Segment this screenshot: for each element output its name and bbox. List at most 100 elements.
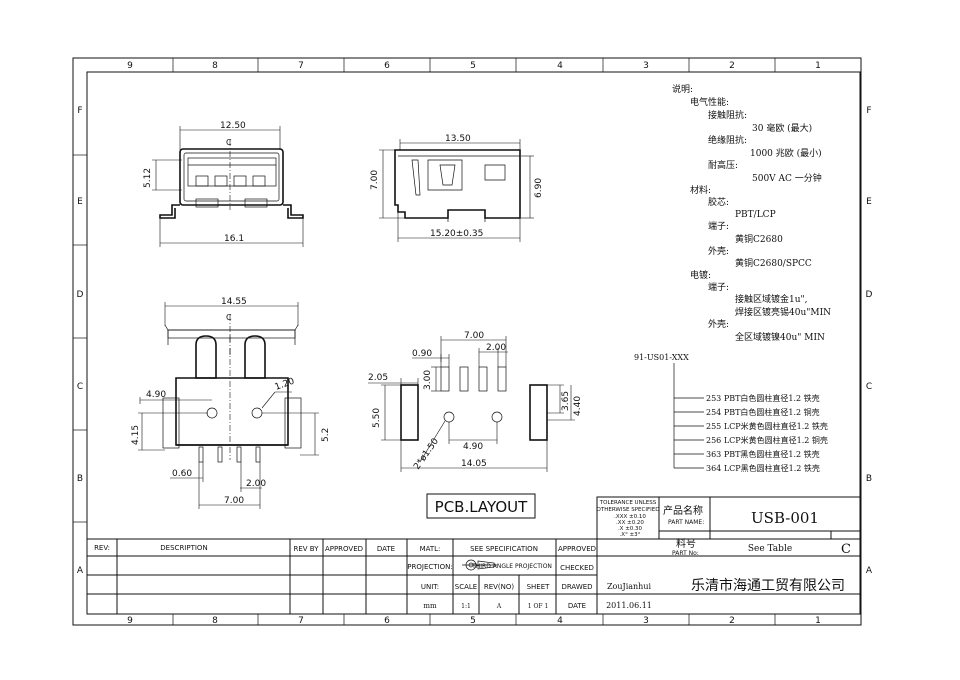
front-view-dims	[152, 126, 304, 247]
scale-value: 1:1	[461, 603, 471, 610]
notes-line-17: 接触区域镀金1u",	[735, 293, 808, 305]
variant-253: 253 PBT白色圆柱直径1.2 铁壳	[706, 393, 820, 403]
part-no-en-label: PART No:	[672, 550, 699, 557]
col-label-bottom-7: 7	[298, 616, 304, 626]
row-label-left-d: D	[77, 290, 84, 300]
tolerance-line-5: .X° ±3°	[620, 532, 641, 538]
part-no-cn-label: 料号	[676, 537, 696, 550]
notes-line-8: 材料:	[690, 184, 711, 196]
sheet-label: SHEET	[527, 583, 551, 591]
zone-ticks	[73, 58, 861, 625]
col-label-bottom-3: 3	[643, 616, 649, 626]
col-label-top-4: 4	[557, 61, 563, 71]
dim-pcb-pin-length: 3.00	[423, 370, 433, 390]
dim-side-height-left: 7.00	[370, 170, 380, 190]
dim-bottom-span: 7.00	[224, 496, 244, 506]
col-label-bottom-5: 5	[470, 616, 476, 626]
notes-line-3: 30 毫欧 (最大)	[752, 122, 812, 134]
row-label-left-a: A	[77, 566, 84, 576]
variant-363: 363 PBT黑色圆柱直径1.2 铁壳	[706, 449, 820, 459]
revno-value: A	[496, 603, 502, 610]
dim-pcb-total: 14.05	[461, 459, 487, 469]
company-name: 乐清市海通工贸有限公司	[691, 577, 845, 594]
notes-line-5: 1000 兆欧 (最小)	[750, 147, 822, 159]
notes-line-7: 500V AC 一分钟	[752, 172, 822, 184]
dim-front-width: 12.50	[220, 121, 246, 131]
notes-line-6: 耐高压:	[708, 159, 738, 171]
notes-line-20: 全区域镀镍40u" MIN	[735, 331, 825, 343]
projection-symbol-icon	[462, 559, 497, 571]
drawer-name: ZouJianhui	[607, 582, 652, 591]
dim-bottom-pitch: 2.00	[246, 479, 266, 489]
part-name-cn-label: 产品名称	[663, 504, 703, 517]
dim-pcb-right-h1: 3.65	[561, 391, 571, 411]
notes-line-1: 电气性能:	[690, 96, 729, 108]
dim-bottom-hole: 1.20	[274, 376, 297, 392]
side-view	[394, 149, 521, 222]
description-header: DESCRIPTION	[160, 544, 207, 552]
rev-header: REV:	[94, 544, 110, 552]
unit-value: mm	[423, 602, 437, 610]
date-header: DATE	[377, 545, 395, 553]
dim-pcb-pitch: 2.00	[486, 343, 506, 353]
col-label-bottom-6: 6	[384, 616, 390, 626]
col-label-top-7: 7	[298, 61, 304, 71]
bottom-view	[162, 315, 302, 463]
variant-255: 255 LCP米黄色圆柱直径1.2 铁壳	[706, 421, 828, 431]
scale-label: SCALE	[455, 583, 477, 591]
part-prefix: 91-US01-XXX	[634, 353, 689, 362]
notes-line-9: 胶芯:	[708, 196, 729, 208]
dim-bottom-left-offset: 4.90	[146, 390, 166, 400]
dim-pcb-hole-span: 4.90	[463, 442, 483, 452]
row-label-left-b: B	[77, 474, 83, 484]
bottom-view-dims	[138, 302, 319, 509]
outer-frame	[72, 57, 862, 626]
dim-pcb-top: 7.00	[464, 331, 484, 341]
sheet-value: 1 OF 1	[528, 603, 549, 610]
row-label-right-c: C	[866, 382, 872, 392]
variant-tree	[673, 363, 704, 469]
dim-centerline-bottom: C	[226, 313, 232, 322]
col-label-bottom-4: 4	[557, 616, 563, 626]
variant-254: 254 PBT白色圆柱直径1.2 铜壳	[706, 407, 820, 417]
row-label-left-f: F	[77, 106, 82, 116]
rev-by-header: REV BY	[294, 545, 320, 553]
dim-pcb-right-h2: 4.40	[573, 396, 583, 416]
tolerance-line-4: .X ±0.30	[618, 526, 643, 532]
notes-line-11: 端子:	[708, 220, 729, 232]
approved-header: APPROVED	[325, 545, 363, 553]
col-label-top-5: 5	[470, 61, 476, 71]
dim-pcb-slot: 0.90	[412, 349, 432, 359]
row-label-right-b: B	[866, 474, 872, 484]
dim-bottom-left-height: 4.15	[131, 425, 141, 445]
dim-bottom-right-height: 5.2	[321, 428, 331, 442]
notes-line-0: 说明:	[672, 83, 693, 95]
col-label-bottom-1: 1	[815, 616, 821, 626]
front-view	[159, 140, 304, 219]
col-label-top-2: 2	[729, 61, 735, 71]
dim-pcb-holes: 2*ø1.50	[412, 436, 441, 471]
projection-value: THIRD ANGLE PROJECTION	[471, 563, 552, 570]
col-label-bottom-8: 8	[212, 616, 218, 626]
col-label-top-6: 6	[384, 61, 390, 71]
notes-line-18: 焊接区镀亮锡40u"MIN	[735, 306, 831, 318]
dim-bottom-width: 14.55	[221, 297, 247, 307]
row-label-left-e: E	[77, 197, 83, 207]
notes-line-19: 外壳:	[708, 318, 729, 330]
tolerance-line-3: .XX ±0.20	[616, 520, 644, 526]
row-label-right-d: D	[866, 290, 873, 300]
title-block-lines	[87, 496, 861, 614]
matl-label: MATL:	[420, 545, 441, 553]
side-view-dims	[379, 139, 534, 242]
dim-centerline-front: C	[226, 138, 232, 147]
pcb-title: PCB.LAYOUT	[435, 498, 529, 516]
dim-pcb-pad-width: 2.05	[368, 373, 388, 383]
pcb-title-box	[426, 493, 536, 519]
dim-side-length: 13.50	[445, 134, 471, 144]
tolerance-line-1: OTHERWISE SPECIFIED	[597, 507, 660, 513]
notes-line-16: 端子:	[708, 281, 729, 293]
part-name-en-label: PART NAME:	[668, 519, 704, 526]
col-label-bottom-9: 9	[127, 616, 133, 626]
notes-line-12: 黄铜C2680	[735, 233, 783, 245]
revno-label: REV(NO)	[484, 583, 515, 591]
